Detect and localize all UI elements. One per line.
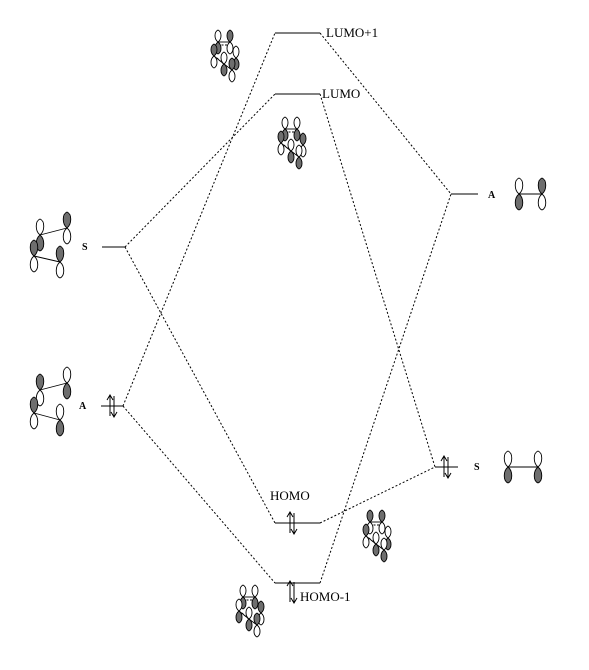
corr-homo-right-s: [319, 466, 436, 524]
label-right-s: S: [474, 462, 480, 473]
homo-minus-1-orbital: [235, 584, 265, 638]
lumo-orbital: [277, 116, 307, 170]
label-lumo-plus-1: LUMO+1: [326, 25, 378, 40]
corr-left-a-lumo1: [122, 32, 276, 407]
corr-left-a-homo1: [122, 405, 276, 584]
label-lumo: LUMO: [322, 86, 360, 101]
lumo-plus-1-orbital: [210, 29, 240, 83]
label-right-a: A: [488, 190, 496, 201]
label-left-s: S: [82, 242, 88, 253]
left-fragment: S A: [29, 211, 125, 437]
corr-left-s-lumo: [124, 93, 276, 248]
corr-lumo1-right-a: [319, 32, 452, 195]
right-s-orbital: [503, 450, 543, 484]
corr-left-s-homo: [124, 246, 276, 524]
left-s-orbital: [29, 211, 72, 279]
label-homo-minus-1: HOMO-1: [300, 589, 351, 604]
label-left-a: A: [79, 401, 87, 412]
corr-lumo-right-s: [319, 93, 436, 468]
right-fragment: A S: [435, 177, 547, 484]
center-levels: LUMO+1 LUMO HOMO HOMO-1: [270, 25, 378, 604]
corr-homo1-right-a: [319, 193, 452, 584]
left-a-orbital: [29, 366, 72, 437]
correlation-lines: [122, 32, 452, 584]
right-a-orbital: [514, 177, 547, 211]
label-homo: HOMO: [270, 488, 310, 503]
homo-orbital: [362, 509, 392, 563]
electron-pair-homo-minus-1: [286, 580, 298, 604]
